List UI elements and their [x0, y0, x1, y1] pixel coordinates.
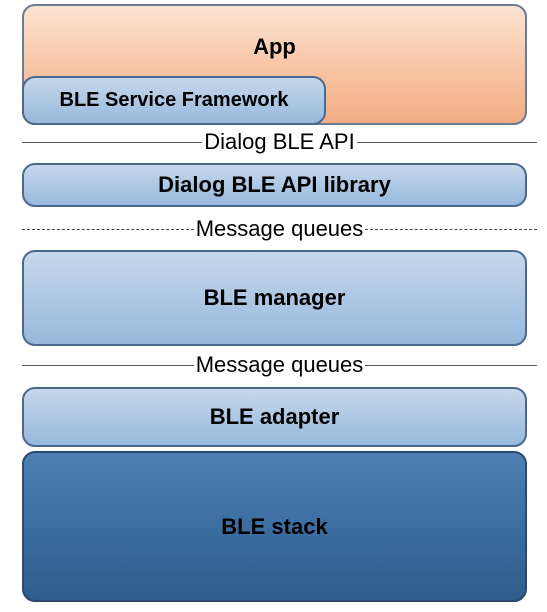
divider-line-left [22, 228, 194, 230]
divider-line-right [365, 228, 537, 230]
ble-adapter-label: BLE adapter [209, 404, 340, 429]
ble-service-framework-label: BLE Service Framework [59, 89, 289, 111]
ble-stack-layer: BLE stack [22, 451, 527, 602]
divider-line-left [22, 141, 203, 143]
ble-adapter-layer: BLE adapter [22, 387, 527, 447]
divider-line-right [356, 141, 537, 143]
ble-service-framework-layer: BLE Service Framework [22, 76, 326, 125]
divider-line-left [22, 364, 194, 366]
dialog-ble-api-divider: Dialog BLE API [22, 131, 537, 153]
ble-manager-layer: BLE manager [22, 250, 527, 346]
message-queues-divider-top: Message queues [22, 218, 537, 240]
dialog-ble-api-label: Dialog BLE API [204, 129, 355, 154]
ble-stack-label: BLE stack [221, 513, 328, 539]
message-queues-label-bottom: Message queues [195, 352, 364, 377]
message-queues-divider-bottom: Message queues [22, 354, 537, 376]
dialog-ble-api-library-label: Dialog BLE API library [158, 172, 391, 197]
app-label: App [253, 34, 296, 59]
dialog-ble-api-library-layer: Dialog BLE API library [22, 163, 527, 207]
ble-manager-label: BLE manager [203, 285, 346, 310]
message-queues-label-top: Message queues [195, 216, 364, 241]
divider-line-right [365, 364, 537, 366]
